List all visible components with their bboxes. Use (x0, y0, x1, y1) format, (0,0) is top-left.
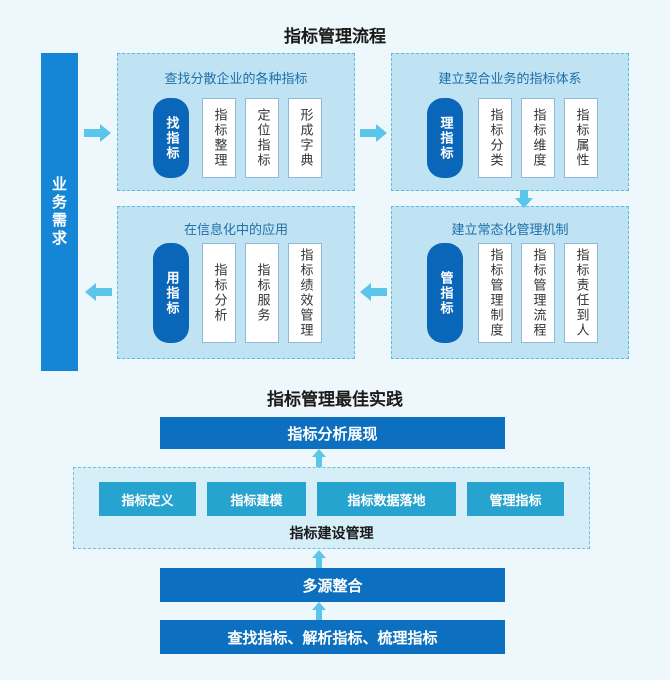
quadrant-title: 查找分散企业的各种指标 (164, 72, 308, 87)
arrow-up-icon (312, 550, 326, 568)
process-title: 指标管理流程 (284, 27, 386, 47)
arrow-left-icon (85, 283, 112, 301)
arrow-up-icon (312, 449, 326, 467)
quadrant-title: 建立常态化管理机制 (451, 223, 569, 238)
pill-organize-indicators: 理指标 (427, 98, 463, 178)
arrow-right-icon (84, 124, 111, 142)
quadrant-manage-indicators: 建立常态化管理机制 管指标 指标管理制度 指标管理流程 指标责任到人 (391, 206, 629, 359)
pill-find-indicators: 找指标 (153, 98, 189, 178)
card: 指标整理 (202, 98, 236, 178)
card: 指标责任到人 (564, 243, 598, 343)
quadrant-find-indicators: 查找分散企业的各种指标 找指标 指标整理 定位指标 形成字典 (117, 53, 355, 191)
card: 指标维度 (521, 98, 555, 178)
arrow-down-icon (515, 190, 533, 208)
card: 指标分类 (478, 98, 512, 178)
construction-management-box: 指标定义 指标建模 指标数据落地 管理指标 指标建设管理 (73, 467, 590, 549)
card: 指标管理制度 (478, 243, 512, 343)
card: 指标分析 (202, 243, 236, 343)
card: 指标服务 (245, 243, 279, 343)
arrow-up-icon (312, 602, 326, 620)
practice-title: 指标管理最佳实践 (267, 390, 403, 410)
quadrant-organize-indicators: 建立契合业务的指标体系 理指标 指标分类 指标维度 指标属性 (391, 53, 629, 191)
chip-definition: 指标定义 (99, 482, 196, 516)
quadrant-title: 在信息化中的应用 (183, 223, 288, 238)
construction-management-label: 指标建设管理 (289, 526, 374, 542)
arrow-right-icon (360, 124, 387, 142)
pill-manage-indicators: 管指标 (427, 243, 463, 343)
card: 指标属性 (564, 98, 598, 178)
card: 形成字典 (288, 98, 322, 178)
chip-manage: 管理指标 (467, 482, 564, 516)
card: 定位指标 (245, 98, 279, 178)
find-parse-organize-bar: 查找指标、解析指标、梳理指标 (160, 620, 505, 654)
card: 指标管理流程 (521, 243, 555, 343)
business-demand-sidebar: 业务需求 (41, 53, 78, 371)
analysis-display-bar: 指标分析展现 (160, 417, 505, 449)
multi-source-bar: 多源整合 (160, 568, 505, 602)
chip-modeling: 指标建模 (207, 482, 306, 516)
quadrant-apply-indicators: 在信息化中的应用 用指标 指标分析 指标服务 指标绩效管理 (117, 206, 355, 359)
arrow-left-icon (360, 283, 387, 301)
quadrant-title: 建立契合业务的指标体系 (438, 72, 582, 87)
card: 指标绩效管理 (288, 243, 322, 343)
chip-data-landing: 指标数据落地 (317, 482, 456, 516)
pill-apply-indicators: 用指标 (153, 243, 189, 343)
